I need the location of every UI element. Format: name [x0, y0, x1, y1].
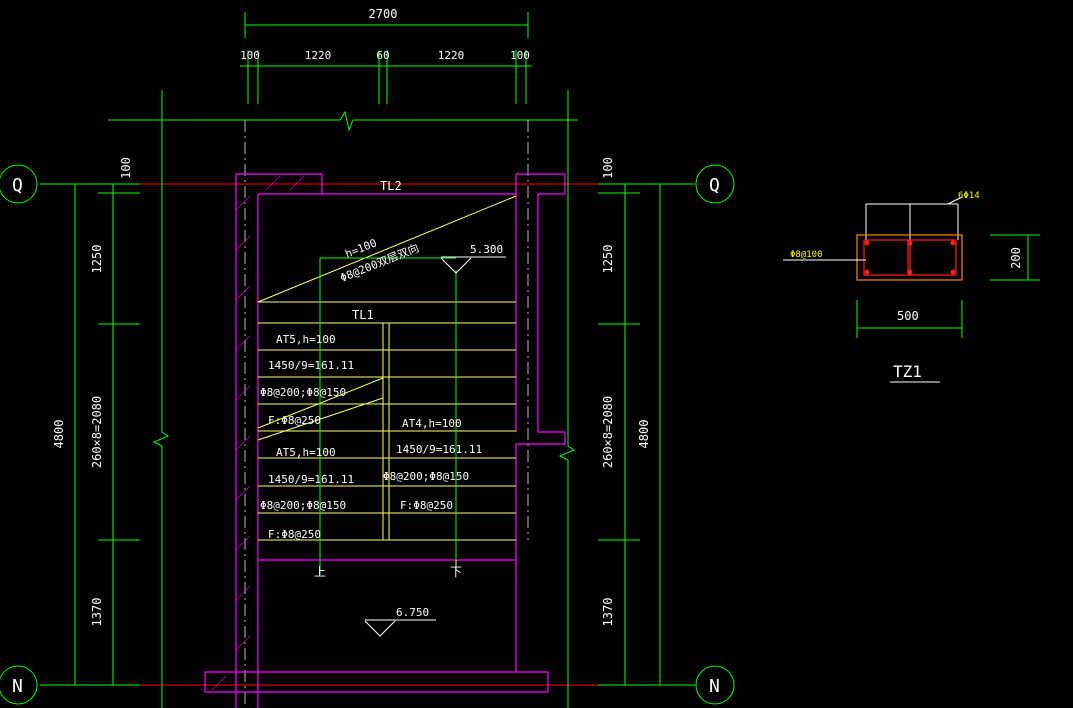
- elevation-bottom-value: 6.750: [396, 606, 429, 619]
- flight-left-2-steps: 1450/9=161.11: [268, 473, 354, 486]
- top-dim-segment-1: 100: [240, 49, 260, 62]
- flight-right-dist: F:Φ8@250: [400, 499, 453, 512]
- rebar-dot: [907, 240, 913, 246]
- flight-right-name: AT4,h=100: [402, 417, 462, 430]
- right-dim-segment-3: 260×8=2080: [601, 396, 615, 468]
- top-dim-segment-2: 1220: [305, 49, 332, 62]
- elevation-top-value: 5.300: [470, 243, 503, 256]
- top-dim-segment-4: 1220: [438, 49, 465, 62]
- left-dim-segment-3: 260×8=2080: [90, 396, 104, 468]
- flight-right-steps: 1450/9=161.11: [396, 443, 482, 456]
- right-dim-segment-4: 1370: [601, 598, 615, 627]
- axis-bubble-q-left: Q: [0, 164, 38, 204]
- axis-label-q-right: Q: [709, 175, 720, 196]
- wall-hatch: [211, 175, 305, 691]
- axis-lines: [40, 183, 695, 686]
- rebar-dot: [950, 269, 956, 275]
- rebar-dot: [864, 269, 870, 275]
- column-name: TZ1: [893, 362, 922, 381]
- grid-lines: [244, 120, 529, 708]
- column-section-tz1: [783, 196, 1040, 383]
- left-dimension-group: [40, 90, 170, 708]
- direction-down: 下: [450, 565, 462, 579]
- rebar-dot: [950, 240, 956, 246]
- elevation-marker-top: [440, 256, 506, 274]
- left-dim-segment-4: 1370: [90, 598, 104, 627]
- slab-note-thickness: h=100: [343, 236, 379, 260]
- flight-left-1-name: AT5,h=100: [276, 333, 336, 346]
- axis-bubble-n-left: N: [0, 665, 38, 705]
- beam-label-top: TL2: [380, 179, 402, 193]
- beam-label-mid: TL1: [352, 308, 374, 322]
- column-stirrups: Φ8@100: [790, 250, 823, 260]
- right-dim-total: 4800: [637, 420, 651, 449]
- elevation-marker-bottom: [364, 619, 436, 637]
- flight-left-1-dist: F:Φ8@250: [268, 414, 321, 427]
- column-height-dim: 200: [1009, 247, 1023, 269]
- column-width-dim: 500: [897, 309, 919, 323]
- top-dimension-group: [108, 12, 578, 132]
- top-total-dimension: 2700: [369, 7, 398, 21]
- rebar-dot: [907, 269, 913, 275]
- column-main-bars: 6Φ14: [958, 191, 980, 201]
- right-dimension-group: [558, 90, 695, 708]
- axis-bubble-q-right: Q: [695, 164, 735, 204]
- left-dim-total: 4800: [52, 420, 66, 449]
- right-dim-segment-2: 1250: [601, 245, 615, 274]
- direction-lines: [319, 257, 457, 575]
- top-dim-segment-5: 100: [510, 49, 530, 62]
- flight-left-2-dist: F:Φ8@250: [268, 528, 321, 541]
- rebar-dot: [864, 240, 870, 246]
- flight-right-bars: Φ8@200;Φ8@150: [383, 470, 469, 483]
- axis-bubble-n-right: N: [695, 665, 735, 705]
- left-dim-segment-1: 100: [119, 157, 133, 179]
- direction-up: 上: [314, 565, 326, 579]
- stair-walls: [204, 173, 566, 708]
- stair-lines: [257, 195, 517, 570]
- axis-label-q-left: Q: [12, 175, 23, 196]
- flight-left-1-steps: 1450/9=161.11: [268, 359, 354, 372]
- axis-label-n-left: N: [12, 676, 23, 697]
- flight-left-2-name: AT5,h=100: [276, 446, 336, 459]
- flight-left-2-bars: Φ8@200;Φ8@150: [260, 499, 346, 512]
- right-dim-segment-1: 100: [601, 157, 615, 179]
- left-dim-segment-2: 1250: [90, 245, 104, 274]
- flight-left-1-bars: Φ8@200;Φ8@150: [260, 386, 346, 399]
- axis-label-n-right: N: [709, 676, 720, 697]
- top-dim-segment-3: 60: [376, 49, 389, 62]
